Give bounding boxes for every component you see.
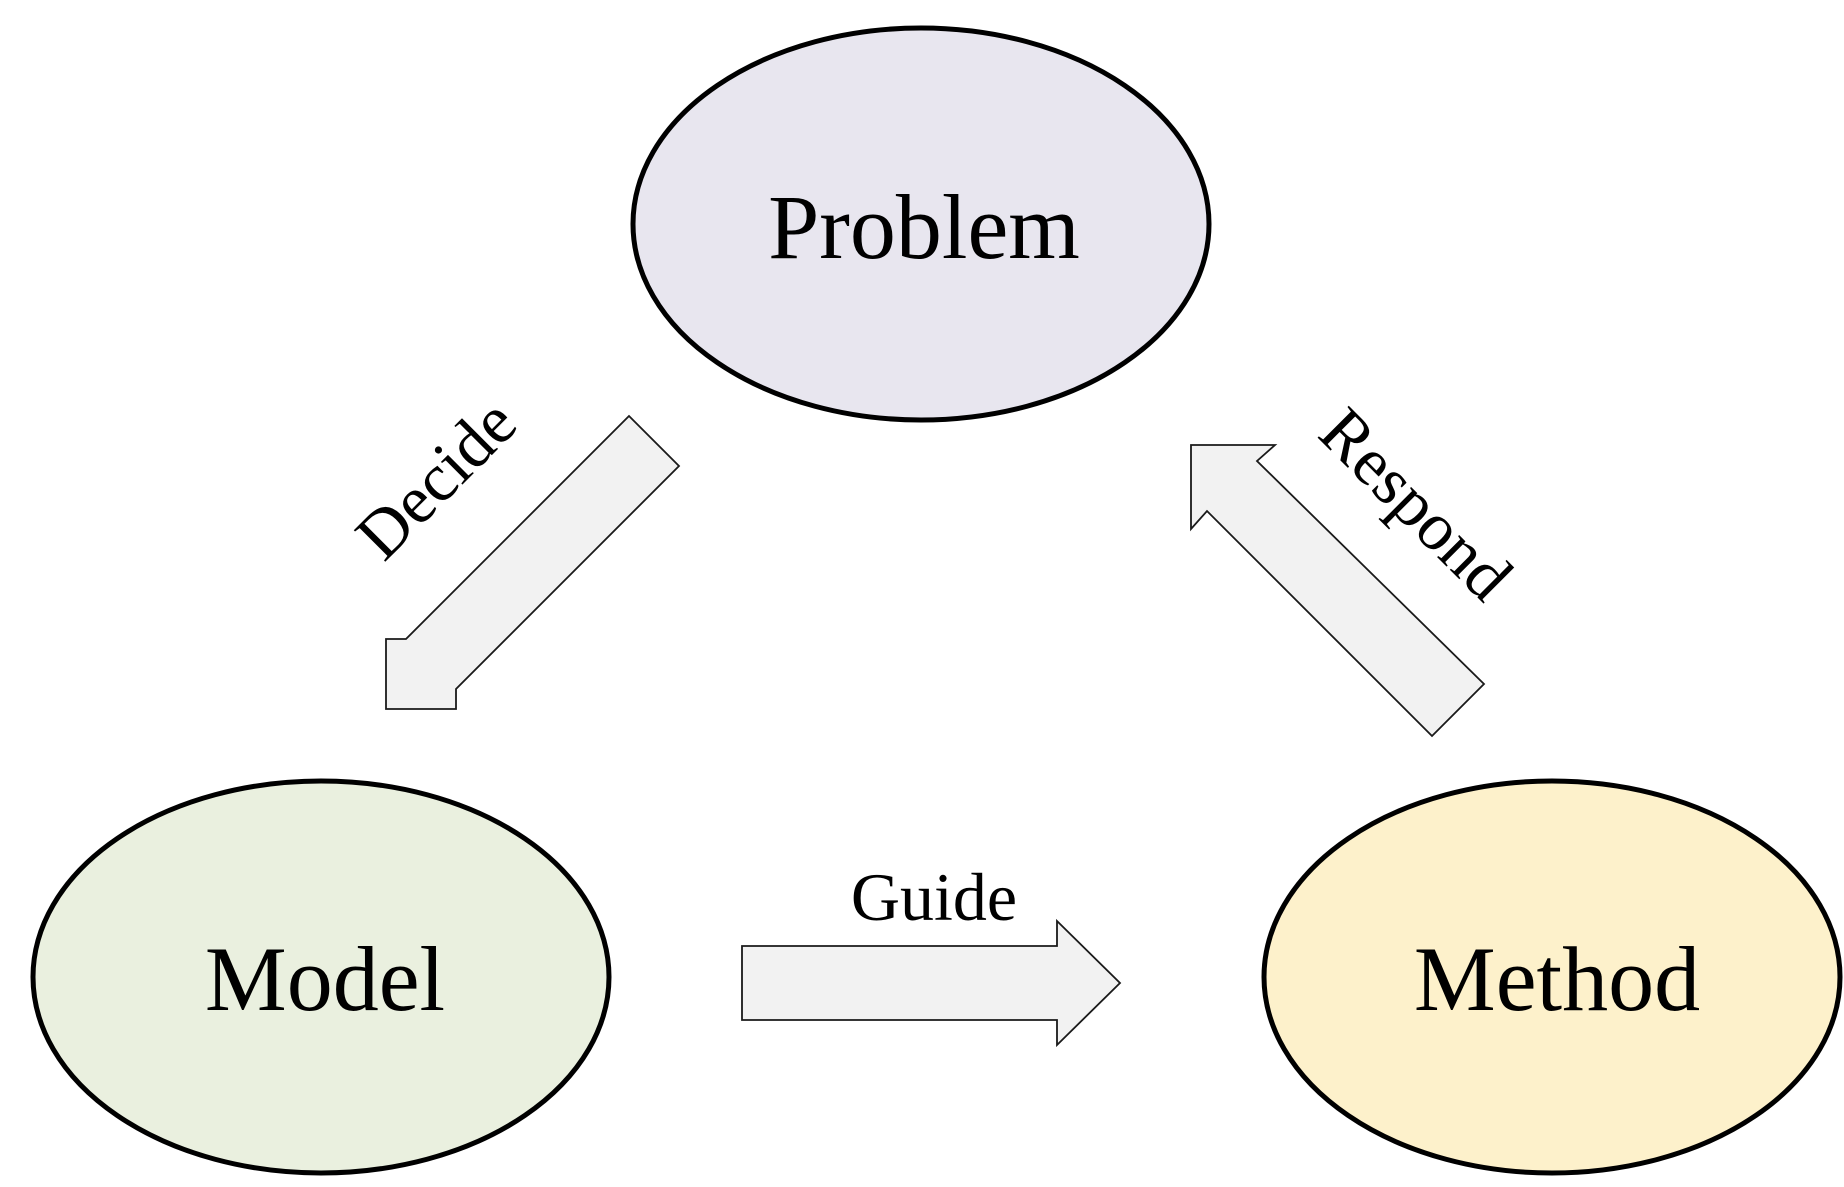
decide-edge: Decide (341, 384, 681, 710)
respond-arrow (1190, 444, 1486, 738)
method-ellipse (1261, 778, 1843, 1176)
problem-label: Problem (768, 176, 1080, 278)
method-label: Method (1414, 928, 1700, 1030)
method-node: Method (1261, 778, 1843, 1176)
problem-node: Problem (630, 25, 1212, 423)
decide-arrow (385, 414, 681, 710)
respond-edge: Respond (1190, 393, 1527, 738)
model-node: Model (30, 778, 612, 1176)
model-label: Model (205, 928, 445, 1030)
guide-label: Guide (851, 859, 1017, 935)
model-ellipse (30, 778, 612, 1176)
problem-ellipse (630, 25, 1212, 423)
guide-edge: Guide (741, 859, 1122, 1048)
guide-arrow (741, 918, 1122, 1048)
